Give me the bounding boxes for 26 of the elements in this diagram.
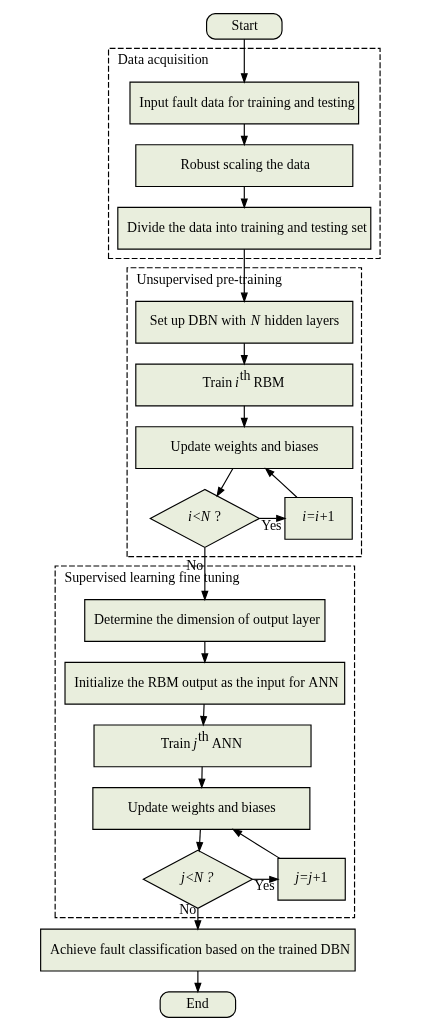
arrow — [193, 908, 202, 931]
arrow — [199, 703, 207, 727]
node-box: Start — [205, 13, 283, 40]
node-box: i=i+1 — [283, 496, 353, 540]
node-box: Determine the dimension of output layer — [83, 599, 326, 642]
arrow — [231, 828, 280, 859]
node-box: j=j+1 — [276, 857, 346, 901]
node-box: Achieve fault classification based on the trained DBN — [39, 928, 356, 972]
node-box: Update weights and biases — [91, 787, 310, 830]
arrow — [240, 248, 248, 304]
arrow — [200, 547, 208, 602]
node-box: Initialize the RBM output as the input for ANN — [63, 661, 345, 705]
edge-label: Yes — [260, 517, 282, 533]
arrow — [240, 38, 248, 84]
arrow — [264, 467, 297, 498]
node-box: Robust scaling the data — [134, 144, 353, 188]
node-box: Set up DBN with N hidden layers — [134, 300, 353, 344]
arrow — [215, 468, 233, 498]
node-box: Divide the data into training and testing set — [116, 206, 371, 250]
arrow — [197, 766, 206, 790]
node-box: End — [159, 991, 236, 1018]
arrow — [193, 970, 202, 994]
edge-label: Yes — [253, 878, 275, 894]
node-box: Input fault data for training and testing — [128, 81, 359, 125]
arrow — [195, 828, 203, 853]
node-box: Update weights and biases — [134, 426, 353, 470]
